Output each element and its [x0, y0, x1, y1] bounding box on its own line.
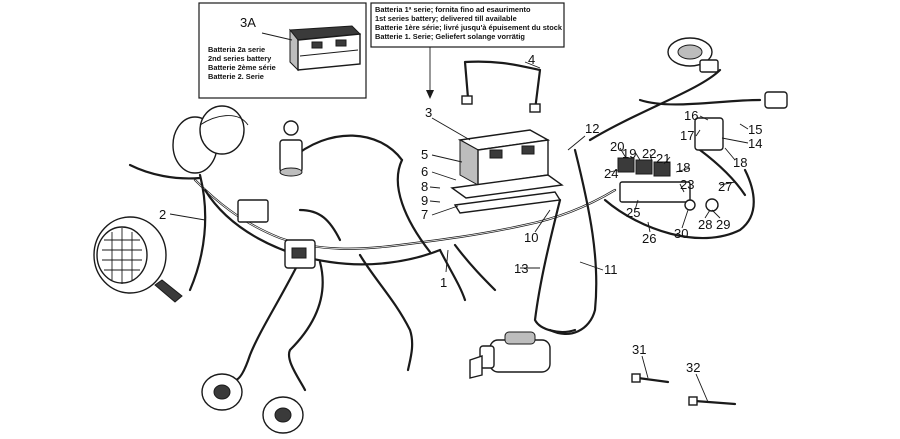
- callout-22: 21: [656, 151, 670, 166]
- note-arrow-head: [426, 90, 434, 99]
- bolt-33-icon: [688, 396, 737, 406]
- fuse-block-icon: [617, 117, 724, 212]
- headlight-icon: [93, 216, 183, 303]
- wiring-harness: [128, 68, 762, 392]
- callout-21: 20: [610, 139, 624, 154]
- callout-3: 3: [425, 105, 432, 120]
- note-battery-2nd-en: 2nd series battery: [208, 54, 272, 63]
- note-battery-2nd-de: Batterie 2. Serie: [208, 72, 264, 81]
- callout-13: 13: [514, 261, 528, 276]
- callout-8: 8: [421, 179, 428, 194]
- starter-motor-icon: [469, 331, 551, 379]
- callout-27: 26: [642, 231, 656, 246]
- callout-1: 1: [440, 275, 447, 290]
- battery-tray-icon: [450, 174, 564, 214]
- callout-15: 15: [748, 122, 762, 137]
- callout-31: 30: [674, 226, 688, 241]
- callout-29: 28: [698, 217, 712, 232]
- horn-top-icon: [172, 105, 249, 174]
- relay-group-icon: [237, 199, 316, 269]
- note-battery-1st-it: Batteria 1ª serie; fornita fino ad esaur…: [375, 5, 531, 14]
- callout-5: 5: [421, 147, 428, 162]
- callout-7: 7: [421, 207, 428, 222]
- battery-3a-icon: [289, 25, 362, 72]
- battery-strap-icon: [461, 60, 542, 113]
- callout-24: 23: [680, 177, 694, 192]
- note-battery-2nd-it: Batteria 2a serie: [208, 45, 265, 54]
- callout-3a: 3A: [240, 15, 256, 30]
- callout-32: 31: [632, 342, 646, 357]
- callout-23: 22: [642, 146, 656, 161]
- callout-12: 12: [585, 121, 599, 136]
- callout-18: 18: [733, 155, 747, 170]
- note-battery-1st-en: 1st series battery; delivered till avail…: [375, 14, 517, 23]
- rear-light-icon: [667, 37, 788, 109]
- note-battery-1st-fr: Batterie 1ère série; livré jusqu'à épuis…: [375, 23, 563, 32]
- callout-28: 27: [718, 179, 732, 194]
- bolt-32-icon: [631, 373, 670, 384]
- horn-bottom-left-icon: [201, 373, 243, 411]
- note-battery-1st-de: Batterie 1. Serie; Geliefert solange vor…: [375, 32, 525, 41]
- callout-14: 14: [748, 136, 762, 151]
- callout-10: 10: [524, 230, 538, 245]
- battery-icon: [457, 129, 551, 186]
- callout-16: 16: [684, 108, 698, 123]
- callout-numbers: 1 2 3 3A 4 5 6 7 8 9 10 11 12 13 14 15 1…: [159, 15, 762, 375]
- callout-17: 17: [680, 128, 694, 143]
- leader-3a: [261, 32, 293, 41]
- callout-30: 29: [716, 217, 730, 232]
- callout-2: 2: [159, 207, 166, 222]
- callout-33: 32: [686, 360, 700, 375]
- leader-lines: [169, 61, 749, 403]
- ignition-coil-icon: [279, 120, 303, 177]
- horn-bottom-right-icon: [262, 396, 304, 434]
- battery-1st-series-box: [370, 2, 565, 48]
- callout-20: 19: [622, 146, 636, 161]
- callout-6: 6: [421, 164, 428, 179]
- callout-9: 9: [421, 193, 428, 208]
- callout-19-label: 18: [676, 160, 690, 175]
- callout-26: 25: [626, 205, 640, 220]
- callout-11: 11: [604, 262, 618, 277]
- note-battery-2nd-fr: Batterie 2ème série: [208, 63, 276, 72]
- callout-25: 24: [604, 166, 618, 181]
- callout-4: 4: [528, 52, 535, 67]
